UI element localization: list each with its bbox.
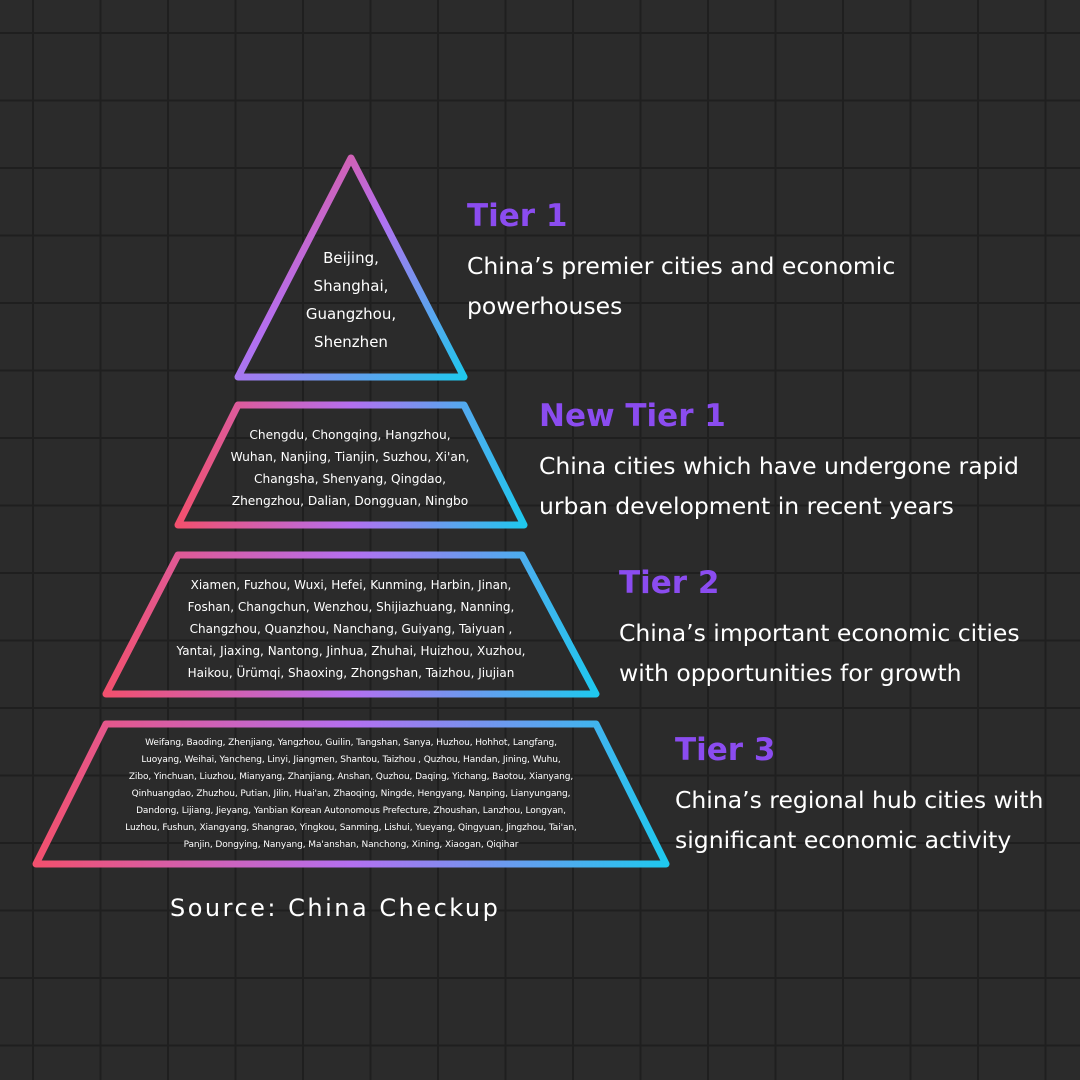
tier2-desc-line: with opportunities for growth (619, 659, 962, 687)
new-tier1-city-line: Wuhan, Nanjing, Tianjin, Suzhou, Xi'an, (230, 450, 470, 464)
new-tier1-city-line: Zhengzhou, Dalian, Dongguan, Ningbo (231, 494, 469, 508)
tier1-title: Tier 1 (467, 198, 568, 234)
tier2-title: Tier 2 (619, 565, 720, 601)
tier1-triangle (234, 154, 468, 381)
tier2-cities: Xiamen, Fuzhou, Wuxi, Hefei, Kunming, Ha… (140, 574, 562, 684)
tier3-desc-line: China’s regional hub cities with (675, 786, 1044, 814)
tier3-desc-line: significant economic activity (675, 826, 1012, 854)
tier3-city-line: Dandong, Lijiang, Jieyang, Yanbian Korea… (136, 806, 566, 816)
tier3-city-line: Luoyang, Weihai, Yancheng, Linyi, Jiangm… (141, 755, 561, 765)
tier2-trapezoid (102, 551, 600, 698)
tier1-desc-line: powerhouses (467, 292, 623, 320)
new-tier1-title: New Tier 1 (539, 398, 726, 434)
new-tier1-description: China cities which have undergone rapid … (539, 446, 1019, 526)
source-caption: Source: China Checkup (170, 894, 501, 922)
tier3-title: Tier 3 (675, 732, 776, 768)
tier1-city-line: Guangzhou, (305, 305, 397, 323)
tier1-city-line: Shanghai, (313, 277, 389, 295)
tier1-description: China’s premier cities and economic powe… (467, 246, 895, 326)
tier3-city-line: Qinhuangdao, Zhuzhou, Putian, Jilin, Hua… (131, 789, 571, 799)
new-tier1-city-line: Chengdu, Chongqing, Hangzhou, (249, 428, 451, 442)
new-tier1-desc-line: China cities which have undergone rapid (539, 452, 1019, 480)
tier3-city-line: Panjin, Dongying, Nanyang, Ma'anshan, Na… (183, 840, 519, 850)
new-tier1-cities: Chengdu, Chongqing, Hangzhou, Wuhan, Nan… (205, 424, 495, 512)
tier2-desc-line: China’s important economic cities (619, 619, 1020, 647)
tier3-city-line: Zibo, Yinchuan, Liuzhou, Mianyang, Zhanj… (128, 772, 574, 782)
new-tier1-city-line: Changsha, Shenyang, Qingdao, (253, 472, 446, 486)
new-tier1-trapezoid (174, 401, 528, 529)
tier2-city-line: Yantai, Jiaxing, Nantong, Jinhua, Zhuhai… (176, 644, 526, 658)
tier2-city-line: Haikou, Ürümqi, Shaoxing, Zhongshan, Tai… (187, 666, 515, 680)
tier1-desc-line: China’s premier cities and economic (467, 252, 896, 280)
tier3-cities: Weifang, Baoding, Zhenjiang, Yangzhou, G… (60, 735, 642, 854)
tier2-city-line: Xiamen, Fuzhou, Wuxi, Hefei, Kunming, Ha… (190, 578, 512, 592)
tier2-description: China’s important economic cities with o… (619, 613, 1020, 693)
tier2-city-line: Changzhou, Quanzhou, Nanchang, Guiyang, … (189, 622, 513, 636)
tier1-city-line: Beijing, (323, 249, 379, 267)
tier1-city-line: Shenzhen (314, 333, 388, 351)
tier2-city-line: Foshan, Changchun, Wenzhou, Shijiazhuang… (187, 600, 515, 614)
new-tier1-desc-line: urban development in recent years (539, 492, 954, 520)
tier3-city-line: Weifang, Baoding, Zhenjiang, Yangzhou, G… (145, 738, 557, 748)
tier3-trapezoid (32, 720, 670, 868)
tier3-description: China’s regional hub cities with signifi… (675, 780, 1043, 860)
tier1-cities: Beijing, Shanghai, Guangzhou, Shenzhen (276, 244, 426, 356)
tier3-city-line: Luzhou, Fushun, Xiangyang, Shangrao, Yin… (125, 823, 577, 833)
